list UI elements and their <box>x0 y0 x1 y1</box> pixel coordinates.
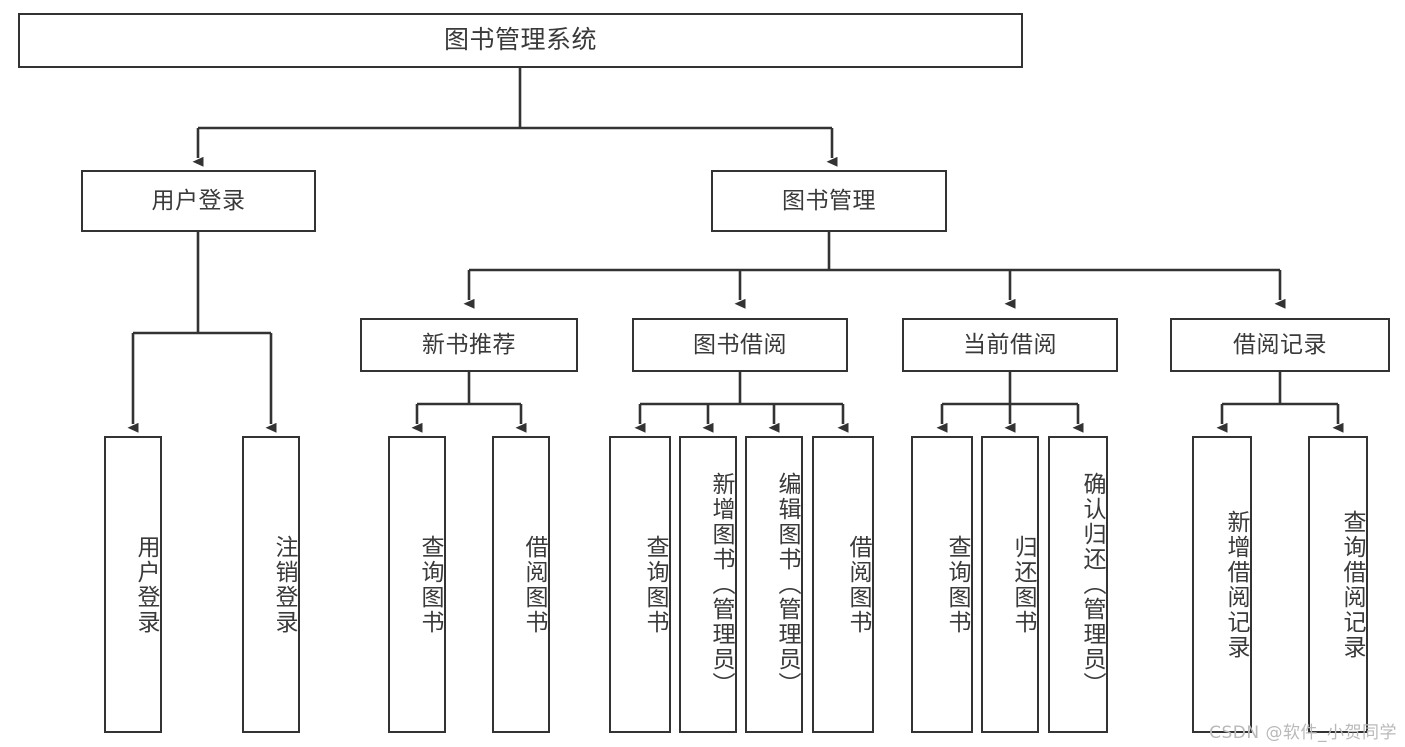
node-label: 新增借阅记录 <box>1223 509 1249 660</box>
node-label: 查询图书 <box>944 534 970 635</box>
leaf-return-book[interactable]: 归还图书 <box>981 436 1039 733</box>
node-label: 当前借阅 <box>963 331 1057 358</box>
leaf-query-book-recommend[interactable]: 查询图书 <box>388 436 446 733</box>
node-label: 新增图书（管理员） <box>708 472 734 697</box>
leaf-query-book-borrow[interactable]: 查询图书 <box>609 436 671 733</box>
leaf-add-book[interactable]: 新增图书（管理员） <box>679 436 737 733</box>
node-label: 归还图书 <box>1010 534 1036 635</box>
node-label: 图书管理 <box>782 187 876 214</box>
node-label: 注销登录 <box>271 534 297 635</box>
node-label: 查询图书 <box>417 534 443 635</box>
node-book-management[interactable]: 图书管理 <box>711 170 947 232</box>
node-root-book-management-system[interactable]: 图书管理系统 <box>18 13 1023 68</box>
node-book-borrow[interactable]: 图书借阅 <box>632 318 848 372</box>
leaf-add-borrow-record[interactable]: 新增借阅记录 <box>1192 436 1252 733</box>
node-label: 查询借阅记录 <box>1339 509 1365 660</box>
node-label: 用户登录 <box>151 187 246 214</box>
leaf-query-book-current[interactable]: 查询图书 <box>911 436 973 733</box>
leaf-confirm-return[interactable]: 确认归还（管理员） <box>1048 436 1108 733</box>
node-current-borrow[interactable]: 当前借阅 <box>902 318 1118 372</box>
node-label: 借阅图书 <box>845 534 871 635</box>
node-label: 编辑图书（管理员） <box>774 472 800 697</box>
node-label: 确认归还（管理员） <box>1079 472 1105 697</box>
node-new-book-recommend[interactable]: 新书推荐 <box>360 318 578 372</box>
node-label: 用户登录 <box>133 534 159 635</box>
node-label: 图书管理系统 <box>443 25 597 55</box>
leaf-user-login[interactable]: 用户登录 <box>104 436 162 733</box>
leaf-borrow-book-recommend[interactable]: 借阅图书 <box>492 436 550 733</box>
leaf-query-borrow-record[interactable]: 查询借阅记录 <box>1308 436 1368 733</box>
node-user-login[interactable]: 用户登录 <box>81 170 316 232</box>
node-label: 新书推荐 <box>422 331 516 358</box>
node-label: 查询图书 <box>642 534 668 635</box>
node-label: 借阅记录 <box>1233 331 1327 358</box>
node-borrow-record[interactable]: 借阅记录 <box>1170 318 1390 372</box>
leaf-logout-login[interactable]: 注销登录 <box>242 436 300 733</box>
leaf-edit-book[interactable]: 编辑图书（管理员） <box>745 436 803 733</box>
node-label: 借阅图书 <box>521 534 547 635</box>
csdn-watermark: CSDN @软件_小贺同学 <box>1209 723 1397 743</box>
node-label: 图书借阅 <box>693 331 787 358</box>
leaf-borrow-book[interactable]: 借阅图书 <box>812 436 874 733</box>
